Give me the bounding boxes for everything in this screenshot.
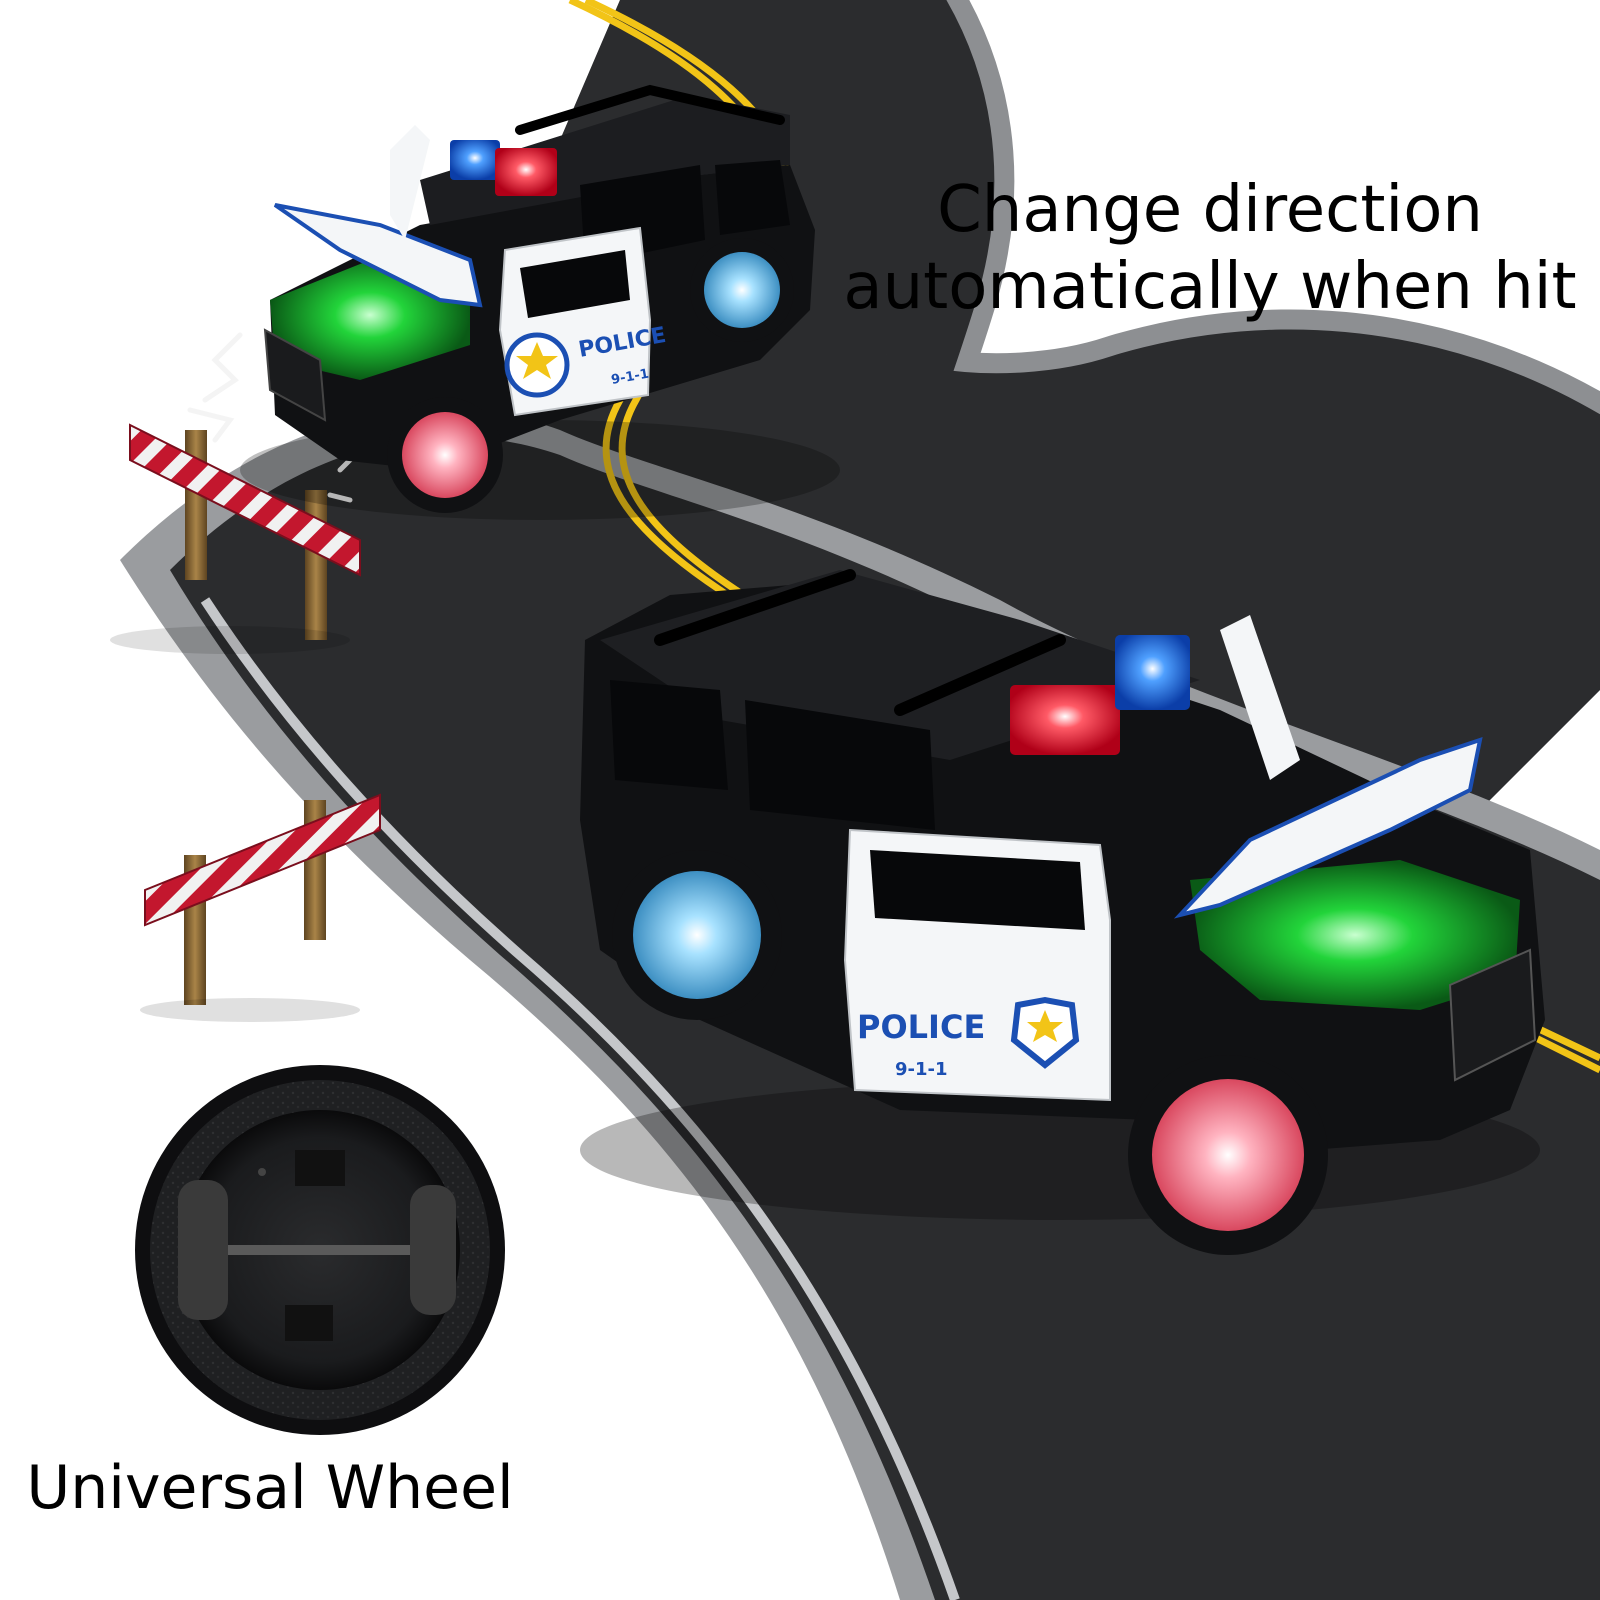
universal-wheel-inset (135, 1065, 505, 1435)
police-car-upper (240, 84, 840, 520)
universal-wheel-caption: Universal Wheel (26, 1453, 514, 1523)
lower-car-police-label: POLICE (857, 1008, 985, 1046)
direction-caption-line1: Change direction (937, 173, 1483, 247)
police-car-lower (580, 569, 1545, 1255)
direction-caption: Change direction automatically when hit (820, 172, 1600, 326)
barrier-upper (110, 423, 361, 654)
barrier-lower (140, 793, 381, 1022)
upper-car-phone-label: 9-1-1 (610, 367, 650, 388)
lower-car-phone-label: 9-1-1 (895, 1059, 948, 1080)
direction-caption-line2: automatically when hit (843, 249, 1577, 324)
